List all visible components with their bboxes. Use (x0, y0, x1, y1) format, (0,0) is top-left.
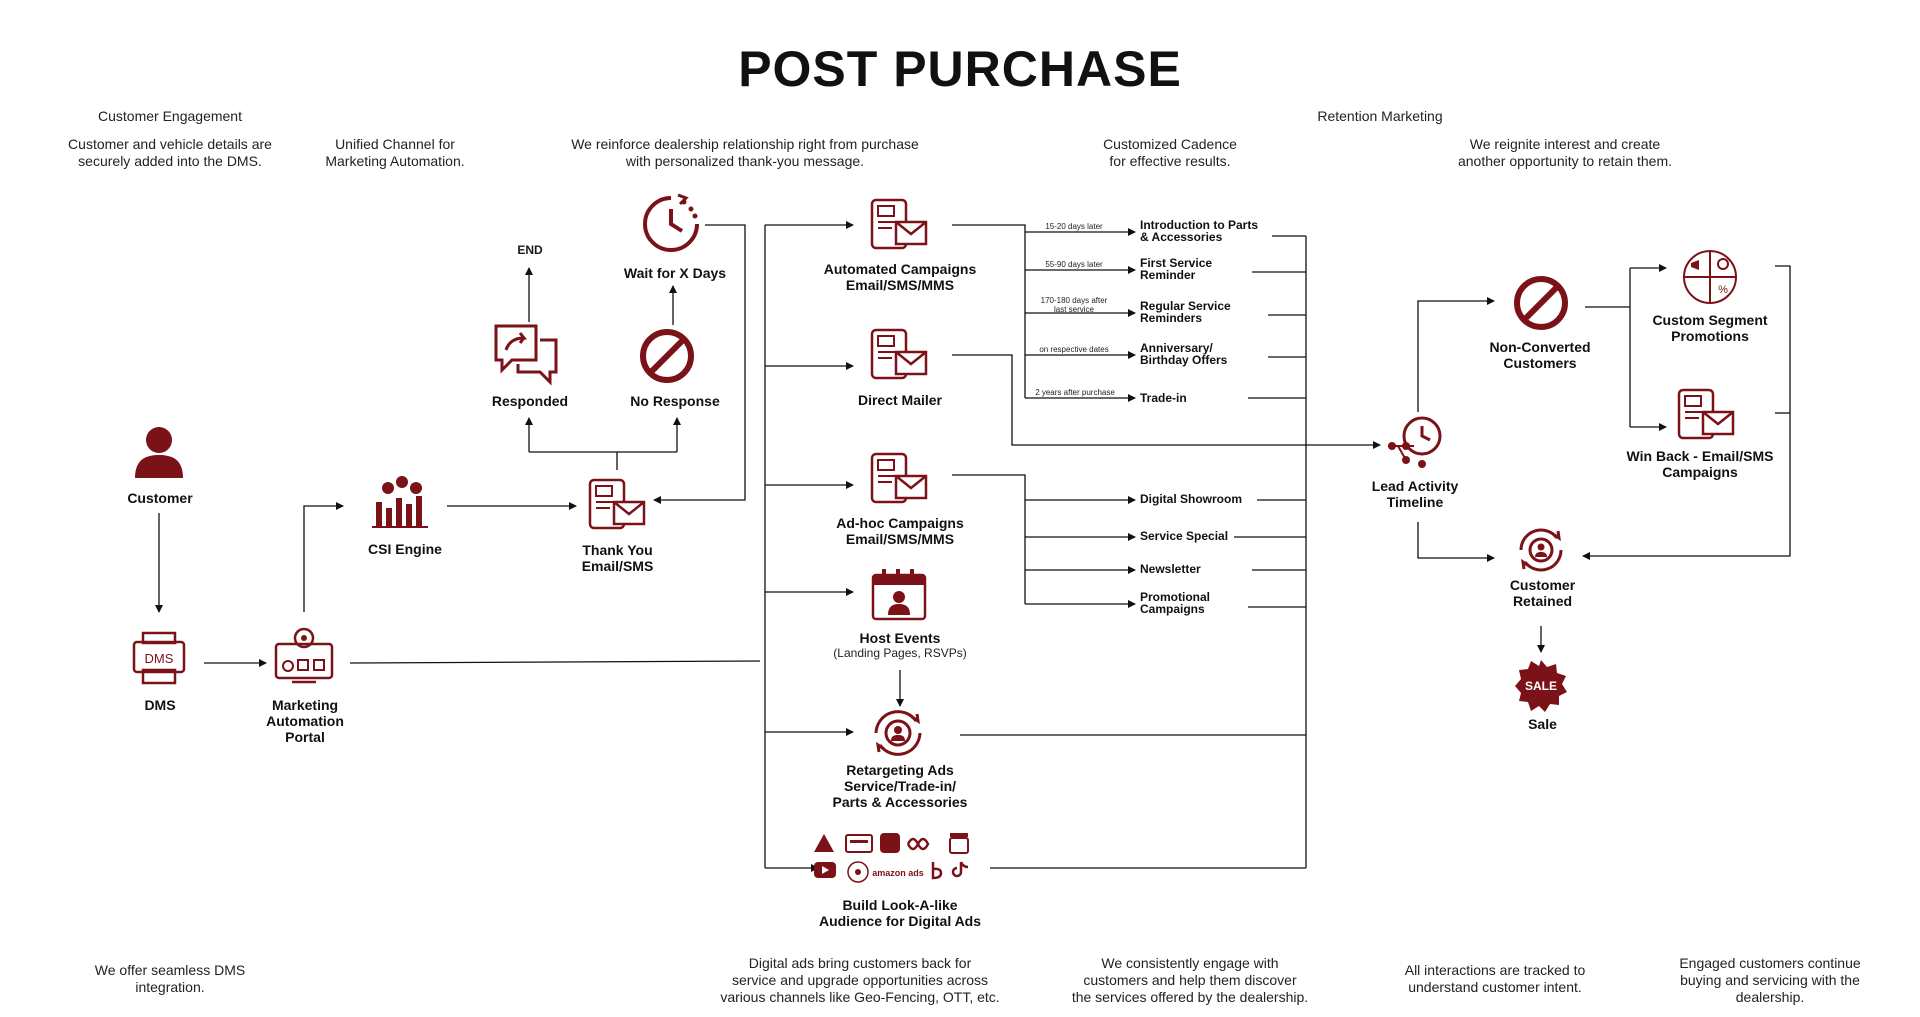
portal-icon (274, 627, 334, 684)
bottom-desc-engage: We consistently engage with customers an… (1071, 955, 1309, 1005)
promotion-icon: % (1683, 250, 1737, 304)
desc-cadence: Customized Cadence for effective results… (1103, 136, 1237, 169)
bottom-desc-digital: Digital ads bring customers back for ser… (720, 955, 1000, 1005)
ban-icon (1514, 276, 1568, 330)
campaign-icon (870, 198, 928, 250)
node-custom-segment: Custom Segment Promotions (1652, 312, 1768, 344)
cadence-timing: 2 years after purchase (1035, 388, 1115, 397)
node-retargeting-ads: Retargeting Ads Service/Trade-in/ Parts … (832, 762, 968, 810)
node-sale: Sale (1528, 716, 1557, 732)
node-no-response: No Response (630, 393, 720, 409)
sale-badge-icon: SALE (1515, 660, 1567, 712)
adhoc-item: Newsletter (1140, 562, 1201, 576)
node-end: END (517, 243, 543, 257)
node-customer: Customer (127, 490, 193, 506)
target-icon (874, 710, 922, 756)
page-title: POST PURCHASE (738, 41, 1182, 97)
adhoc-item: Service Special (1140, 529, 1229, 543)
node-dms: DMS (144, 697, 176, 713)
node-adhoc-campaigns: Ad-hoc Campaigns Email/SMS/MMS (836, 515, 964, 547)
svg-text:DMS: DMS (145, 651, 174, 666)
chat-icon (494, 324, 558, 386)
cadence-label: Regular Service Reminders (1140, 299, 1231, 325)
node-wait: Wait for X Days (623, 265, 727, 281)
retained-icon (1519, 528, 1563, 572)
winback-icon (1677, 388, 1735, 440)
ban-icon (640, 329, 694, 383)
svg-text:%: % (1718, 284, 1728, 296)
dms-icon: DMS (132, 631, 186, 685)
node-lookalike: Build Look-A-like Audience for Digital A… (818, 897, 982, 929)
cadence-label: Anniversary/ Birthday Offers (1140, 341, 1228, 367)
node-automated-campaigns: Automated Campaigns Email/SMS/MMS (823, 261, 977, 293)
calendar-event-icon (871, 569, 927, 621)
csi-icon (372, 476, 428, 528)
node-responded: Responded (491, 393, 569, 409)
desc-unified: Unified Channel for Marketing Automation… (325, 136, 465, 169)
section-customer-engagement: Customer Engagement (98, 108, 242, 124)
svg-text:SALE: SALE (1525, 679, 1557, 693)
adhoc-icon (870, 452, 928, 504)
mailer-icon (870, 328, 928, 380)
node-non-converted: Non-Converted Customers (1489, 339, 1591, 371)
cadence-timing: on respective dates (1039, 345, 1109, 354)
adhoc-item: Digital Showroom (1140, 492, 1242, 506)
desc-reinforce: We reinforce dealership relationship rig… (571, 136, 919, 169)
cadence-label: First Service Reminder (1140, 256, 1213, 282)
bottom-desc-engaged: Engaged customers continue buying and se… (1679, 955, 1861, 1005)
node-customer-retained: Customer Retained (1509, 577, 1576, 609)
node-lead-activity: Lead Activity Timeline (1371, 478, 1459, 510)
node-host-events-sub: (Landing Pages, RSVPs) (833, 646, 967, 660)
node-marketing-automation-portal: Marketing Automation Portal (266, 697, 344, 745)
node-host-events: Host Events (859, 630, 941, 646)
ad-platforms-icon: amazon ads (814, 833, 969, 883)
bottom-desc-tracked: All interactions are tracked to understa… (1404, 962, 1586, 995)
cadence-timing: 55-90 days later (1045, 260, 1103, 269)
svg-text:amazon ads: amazon ads (872, 868, 924, 878)
desc-dms: Customer and vehicle details are securel… (68, 136, 272, 169)
node-csi-engine: CSI Engine (368, 541, 442, 557)
adhoc-item: Promotional Campaigns (1140, 590, 1211, 616)
clock-icon (643, 193, 699, 252)
person-icon (135, 427, 183, 478)
cadence-timing: 15-20 days later (1045, 222, 1103, 231)
lead-timeline-icon (1388, 416, 1442, 468)
node-win-back: Win Back - Email/SMS Campaigns (1626, 448, 1774, 480)
node-direct-mailer: Direct Mailer (857, 392, 943, 408)
desc-reignite: We reignite interest and create another … (1457, 136, 1673, 169)
node-thank-you: Thank You Email/SMS (581, 542, 654, 574)
cadence-label: Trade-in (1140, 391, 1187, 405)
section-retention-marketing: Retention Marketing (1317, 108, 1443, 124)
thankyou-icon (588, 478, 646, 530)
bottom-desc-dms: We offer seamless DMS integration. (94, 962, 246, 995)
cadence-timing: 170-180 days after last service (1040, 296, 1108, 314)
cadence-label: Introduction to Parts & Accessories (1140, 218, 1258, 244)
